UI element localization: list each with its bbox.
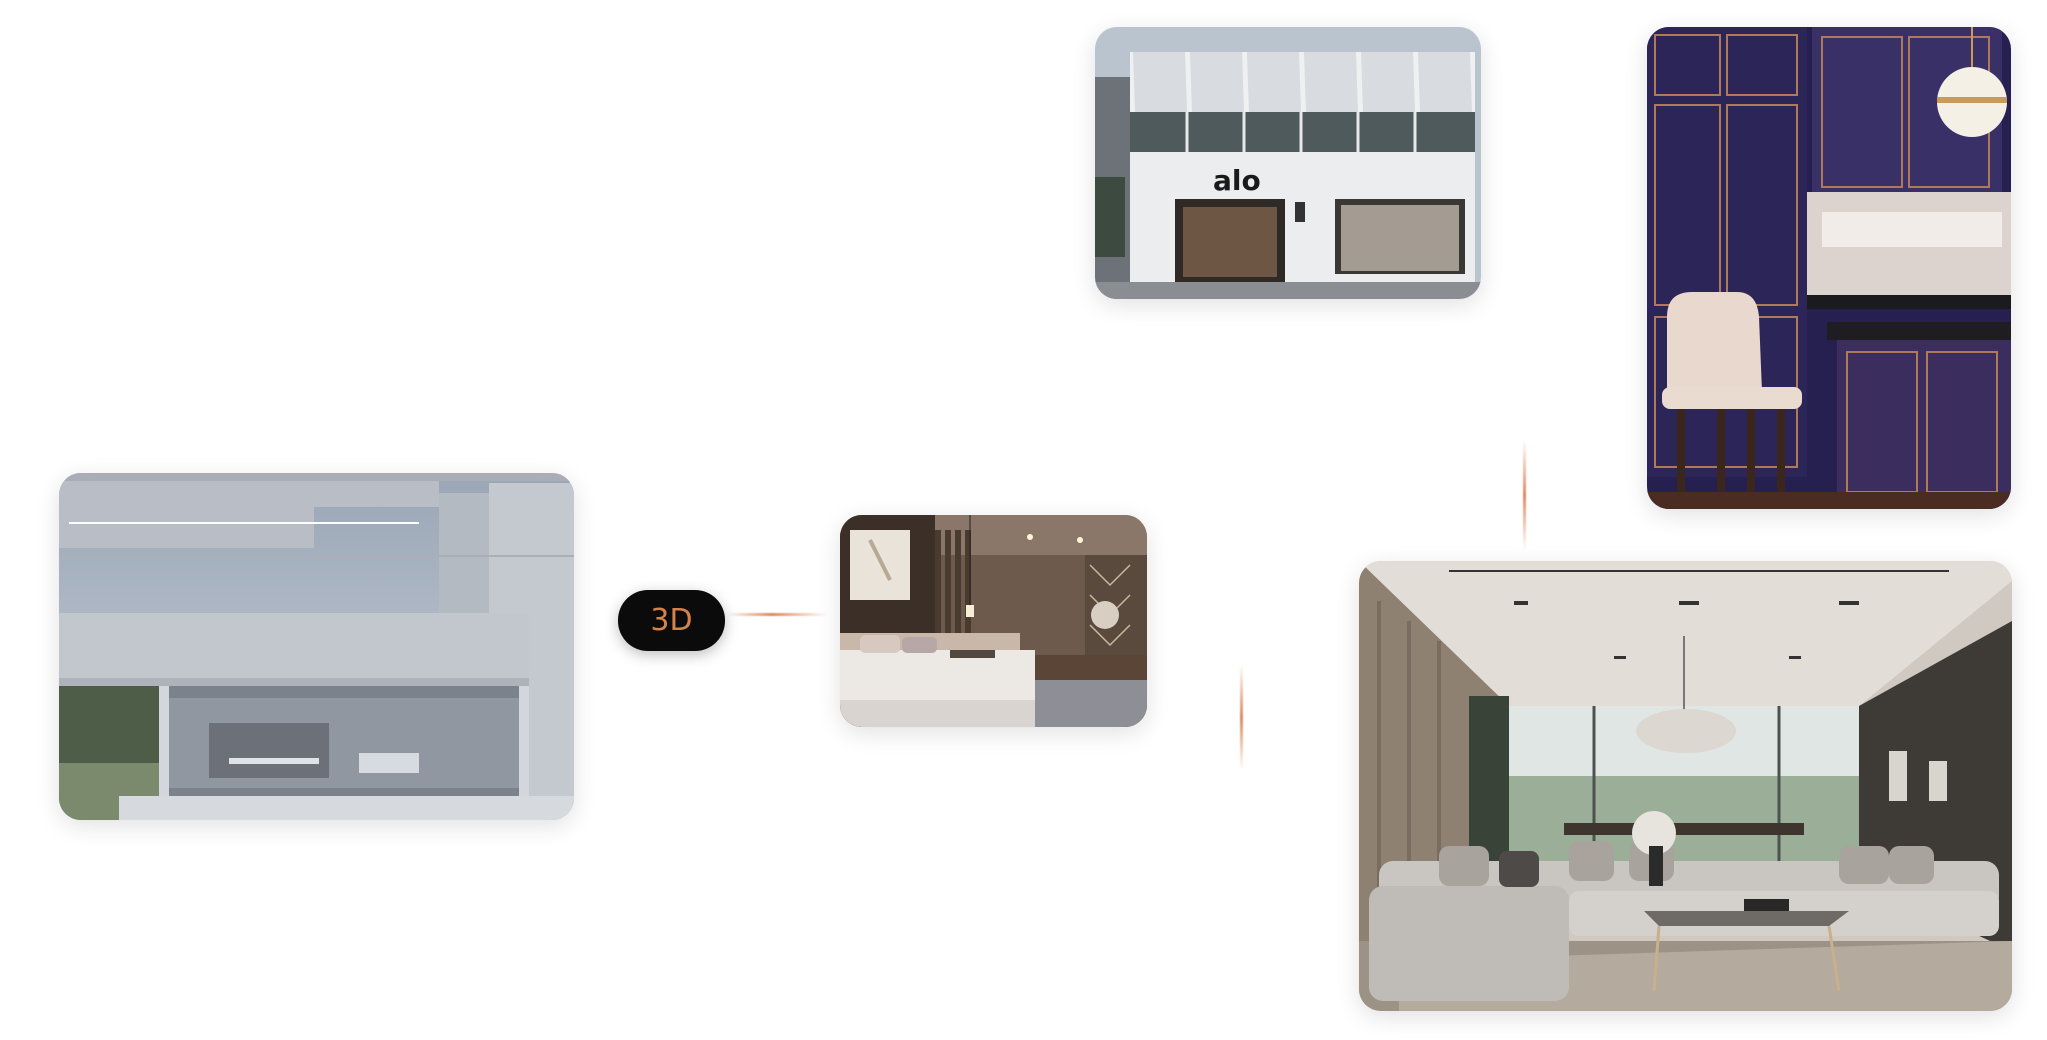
- alo-logo: alo: [1213, 164, 1261, 197]
- storefront-image: alo: [1095, 27, 1481, 299]
- card-alo-storefront[interactable]: alo: [1095, 27, 1481, 299]
- kitchen-image: [1647, 27, 2011, 509]
- bedroom-image: [840, 515, 1147, 727]
- 3d-badge-label: 3D: [650, 603, 693, 638]
- card-navy-kitchen[interactable]: [1647, 27, 2011, 509]
- card-bedroom-interior[interactable]: [840, 515, 1147, 727]
- 3d-badge: 3D: [618, 590, 725, 651]
- card-living-room[interactable]: [1359, 561, 2012, 1011]
- living-room-image: [1359, 561, 2012, 1011]
- card-modern-house-exterior[interactable]: [59, 473, 574, 820]
- connector-line: [1523, 440, 1526, 550]
- house-exterior-image: [59, 473, 574, 820]
- connector-line: [1240, 665, 1243, 770]
- connector-line: [727, 613, 827, 616]
